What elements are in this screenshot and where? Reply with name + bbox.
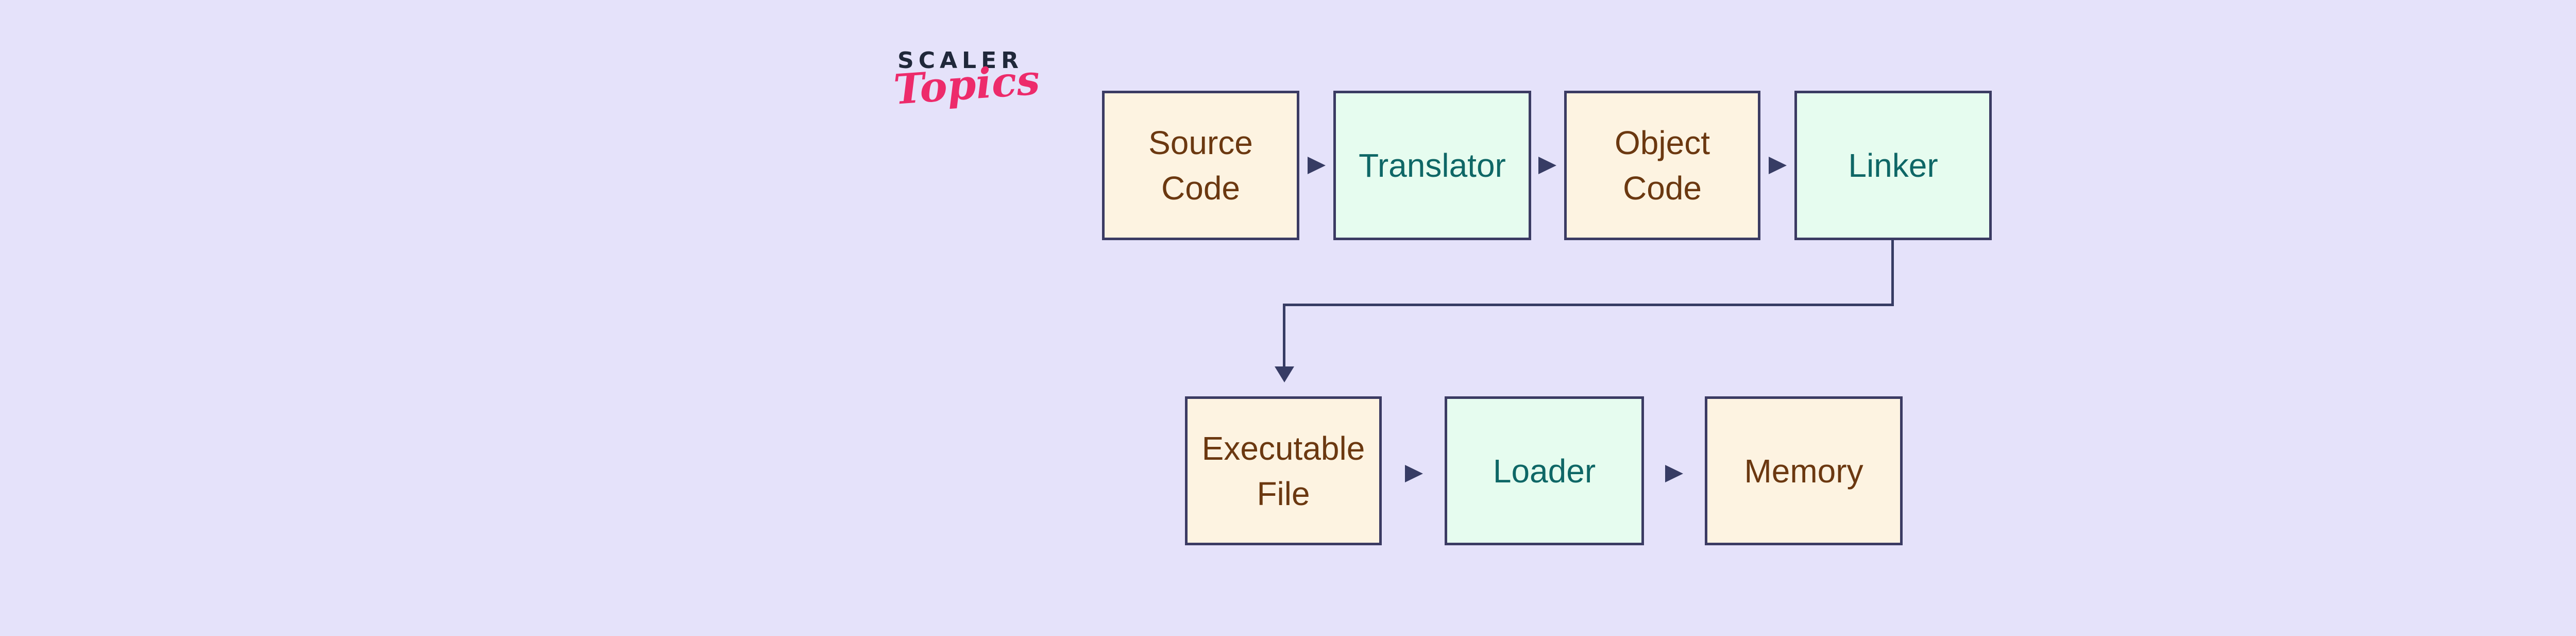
arrow-right-icon <box>1308 157 1326 174</box>
arrow-right-icon <box>1769 157 1787 174</box>
logo-product-text: Topics <box>892 55 1042 114</box>
box-label-line: Executable <box>1201 429 1365 467</box>
box-executable-file: Executable File <box>1185 396 1382 545</box>
box-label-line: Source <box>1148 124 1253 161</box>
arrow-right-icon <box>1405 465 1423 482</box>
box-label-line: Linker <box>1848 147 1938 184</box>
box-memory: Memory <box>1705 396 1903 545</box>
box-translator: Translator <box>1333 91 1531 240</box>
box-label-line: File <box>1257 475 1310 512</box>
box-loader: Loader <box>1445 396 1644 545</box>
box-label-line: Translator <box>1359 147 1506 184</box>
arrow-right-icon <box>1665 465 1683 482</box>
box-object-code: Object Code <box>1564 91 1760 240</box>
arrow-down-icon <box>1275 366 1294 382</box>
box-label-line: Code <box>1161 170 1240 207</box>
connector-line-horizontal <box>1283 304 1894 306</box>
scaler-topics-logo: SCALER Topics <box>892 47 1042 114</box>
box-label-line: Memory <box>1744 452 1863 490</box>
connector-line-vertical-to-executable <box>1283 304 1285 367</box>
box-source-code: Source Code <box>1102 91 1299 240</box>
box-linker: Linker <box>1794 91 1992 240</box>
box-label-line: Code <box>1623 170 1702 207</box>
connector-line-vertical-from-linker <box>1891 239 1894 306</box>
logo-brand-text: SCALER <box>897 47 1024 74</box>
box-label-line: Loader <box>1493 452 1596 490</box>
arrow-right-icon <box>1538 157 1556 174</box>
box-label-line: Object <box>1615 124 1710 161</box>
